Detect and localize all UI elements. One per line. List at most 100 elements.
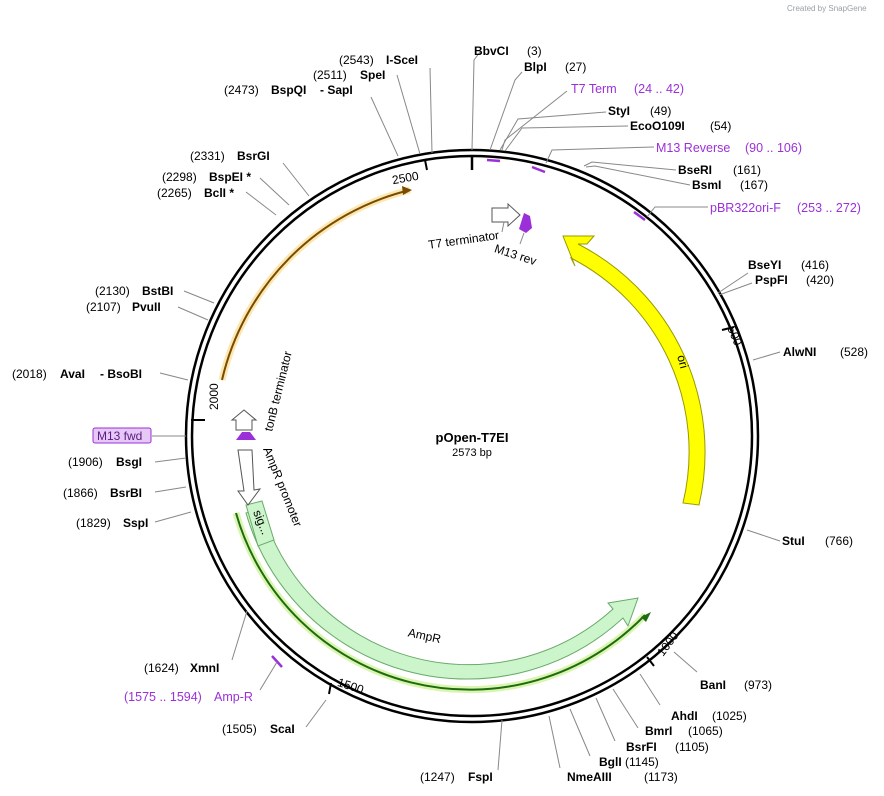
tick-label-2000: 2000 [207,383,221,410]
enzyme-name: BglI [599,755,622,769]
m13-rev-leader [519,232,525,245]
enzyme-name: BclI * [204,186,234,200]
ampr-label: AmpR [407,625,443,646]
enzyme-position: (2331) [190,149,225,163]
enzyme-position: (2298) [162,170,197,184]
enzyme-name: PvuII [132,300,161,314]
t7-terminator-feature[interactable] [491,202,521,228]
enzyme-name: BsrFI [626,740,657,754]
enzyme-position: (2473) [224,83,259,97]
enzyme-position: (528) [840,345,868,359]
enzyme-name: StyI [608,104,630,118]
enzyme-position: (3) [527,44,542,58]
enzyme-name: AhdI [671,709,698,723]
enzyme-position: (416) [801,258,829,272]
enzyme-name: BmrI [645,724,672,738]
enzyme-name: PspFI [755,273,788,287]
enzyme-name: XmnI [190,661,219,675]
enzyme-name: EcoO109I [630,119,685,133]
primer-range: (1575 .. 1594) [124,690,202,704]
tonb-terminator-label: tonB terminator [261,350,294,433]
enzyme-name-alt: - SapI [320,83,353,97]
enzyme-name: BsgI [116,455,142,469]
tick-mark-1000 [646,656,655,667]
ampr-orf-line [235,512,646,691]
enzyme-name: AvaI [60,367,85,381]
tick-mark-1500 [328,682,332,695]
enzyme-position: (1145) [625,755,659,769]
enzyme-name-alt: - BsoBI [100,367,142,381]
enzyme-name: NmeAIII [567,770,612,784]
enzyme-name: BlpI [524,60,547,74]
enzyme-name: SspI [123,516,148,530]
enzyme-name: FspI [468,770,493,784]
enzyme-position: (2543) [339,53,374,67]
orange-orf-arrowhead [402,186,412,195]
primer-range: (24 .. 42) [634,82,684,96]
enzyme-position: (1105) [675,740,709,754]
enzyme-name: BsmI [692,178,721,192]
enzyme-position: (1247) [420,770,455,784]
enzyme-position: (1505) [222,722,257,736]
enzyme-position: (2511) [313,68,347,82]
enzyme-position: (49) [650,104,671,118]
m13-rev-label: M13 rev [493,241,539,268]
ampr-orf-arrowhead [641,612,651,622]
enzyme-name: AlwNI [783,345,816,359]
enzyme-name: BseYI [748,258,781,272]
enzyme-name: StuI [782,534,805,548]
primer-name: pBR322ori-F [710,201,781,215]
enzyme-position: (766) [825,534,853,548]
enzyme-name: BanI [700,678,726,692]
enzyme-position: (1624) [144,661,179,675]
m13-fwd-box[interactable] [92,427,152,444]
tick-label-1500: 1500 [336,675,366,697]
enzyme-name: BspEI * [209,170,251,184]
tick-mark-500 [721,326,735,331]
ampr-promoter-feature[interactable] [237,449,262,506]
enzyme-name: BsrGI [237,149,270,163]
leader-lines [152,51,781,771]
ampr-feature[interactable] [245,508,639,680]
enzyme-name: BstBI [142,284,173,298]
enzyme-position: (1906) [68,455,103,469]
enzyme-position: (1866) [63,486,98,500]
enzyme-position: (1065) [688,724,723,738]
primer-mark-ampr [271,655,283,668]
primer-range: (90 .. 106) [745,141,802,155]
enzyme-position: (2130) [95,284,130,298]
enzyme-position: (1829) [76,516,111,530]
enzyme-position: (420) [806,273,834,287]
enzyme-name: SpeI [360,68,385,82]
ori-feature[interactable] [562,235,706,506]
enzyme-name: BseRI [678,163,712,177]
sig-feature[interactable] [245,500,275,547]
enzyme-name: BspQI [271,83,306,97]
enzyme-position: (2265) [157,186,192,200]
m13-rev-marker [519,213,532,233]
primer-mark-pbr322 [633,210,646,222]
primer-name: T7 Term [571,82,617,96]
t7-terminator-label: T7 terminator [427,228,500,252]
enzyme-name: ScaI [270,722,295,736]
primer-range: (253 .. 272) [797,201,861,215]
enzyme-position: (1173) [644,770,678,784]
primer-mark-m13rev [531,165,546,174]
primer-name: M13 fwd [97,429,142,443]
enzyme-position: (2018) [12,367,47,381]
enzyme-position: (161) [733,163,761,177]
enzyme-position: (27) [565,60,586,74]
enzyme-position: (1025) [712,709,747,723]
enzyme-position: (973) [744,678,772,692]
primer-name: M13 Reverse [656,141,730,155]
tick-mark-2500 [424,159,428,171]
plasmid-length: 2573 bp [452,447,492,459]
credit-text: Created by SnapGene [787,4,867,13]
primer-mark-t7term [486,158,501,163]
tonb-terminator-feature[interactable] [230,409,258,431]
enzyme-name: I-SceI [386,53,418,67]
plasmid-name: pOpen-T7EI [436,430,509,445]
enzyme-position: (2107) [86,300,121,314]
